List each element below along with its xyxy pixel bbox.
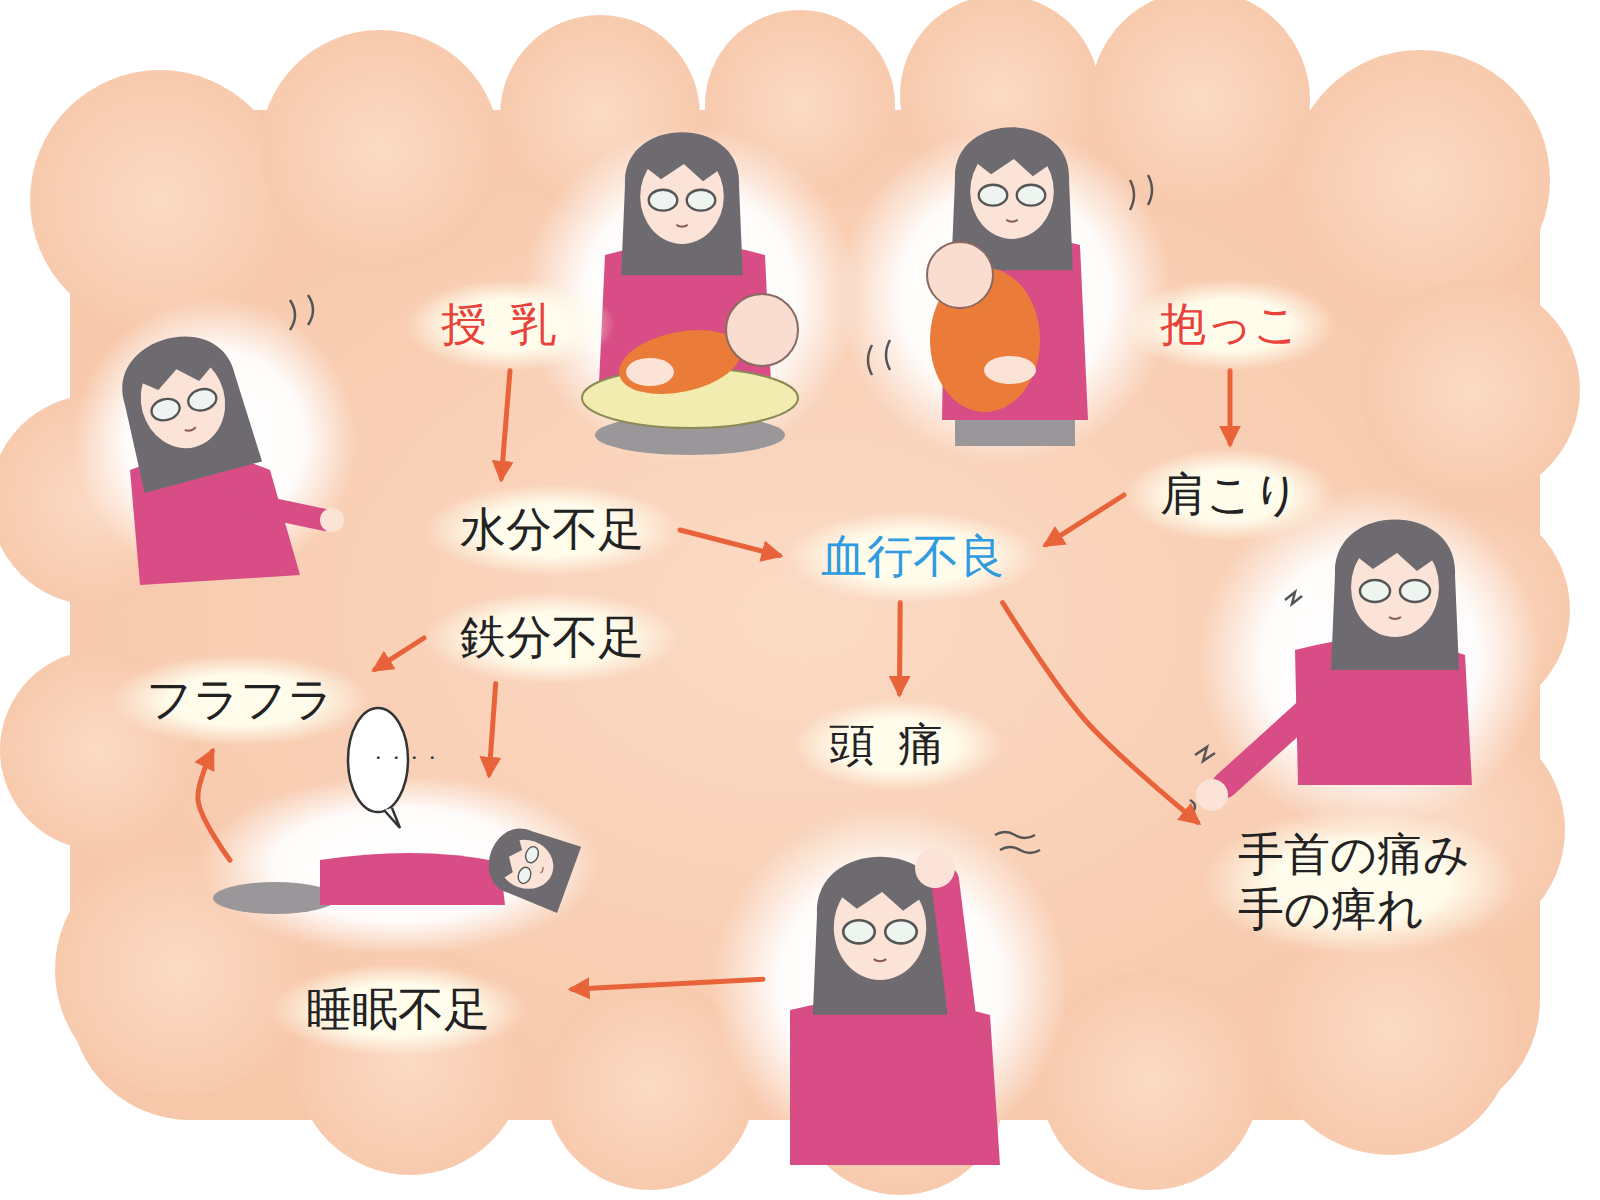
node-text: 水分不足 [424,484,680,575]
node-text: 頭痛 [793,699,1003,790]
effect-label: 水分不足 [424,484,680,575]
flow-arrow [897,603,903,694]
node-text: フラフラ [110,654,370,745]
symptom-label: 頭痛 [763,699,1073,1150]
headache-figure [712,807,1068,1165]
flow-arrow [198,751,230,860]
node-text: 手首の痛み 手の痺れ [1202,809,1518,955]
flow-arrow [375,638,424,669]
flow-arrow [1228,371,1233,444]
node-text: 抱っこ [1124,279,1336,370]
flow-arrow [501,371,510,479]
flow-arrow [680,530,779,556]
flow-arrow [1046,495,1124,545]
hub-label: 血行不良 [785,511,1041,602]
node-text: 肩こり [1124,449,1336,540]
flow-arrow [1003,603,1198,823]
cause-label: 抱っこ [1124,279,1336,370]
flow-arrow [572,979,763,989]
flow-arrow [489,684,496,775]
speech-dots: ・・・・ [369,748,387,768]
node-text: 鉄分不足 [424,592,680,683]
node-text: 授乳 [405,279,615,370]
cause-label: 授乳 [405,279,615,370]
node-text: 血行不良 [785,511,1041,602]
symptom-label: フラフラ [110,654,370,745]
symptom-label: 手首の痛み 手の痺れ [1202,809,1518,955]
holding-figure [837,127,1173,463]
effect-label: 肩こり [1124,449,1336,540]
symptom-label: 睡眠不足 [230,780,566,1055]
dizzy-figure [73,295,357,585]
effect-label: 鉄分不足 [424,592,680,683]
node-text: 睡眠不足 [270,964,526,1055]
